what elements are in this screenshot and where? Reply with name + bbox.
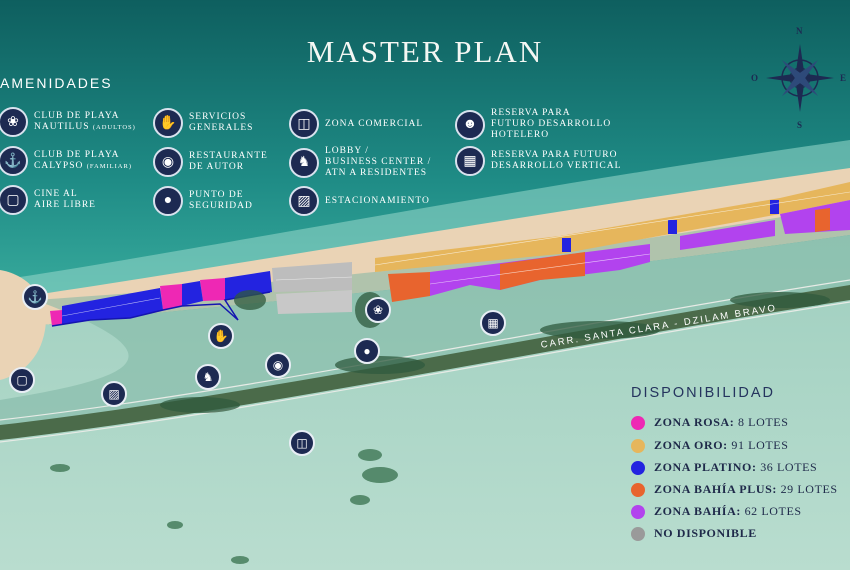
map-pin-building-icon[interactable]: ▦ — [480, 310, 506, 336]
compass-east: E — [840, 73, 847, 83]
legend-no-disponible: NO DISPONIBLE — [631, 526, 757, 541]
guard-icon: ● — [153, 186, 183, 216]
legend-zona-platino: ZONA PLATINO: 36 LOTES — [631, 460, 817, 475]
legend-swatch — [631, 460, 645, 475]
map-pin-reception-icon[interactable]: ♞ — [195, 364, 221, 390]
map-pin-car-icon[interactable]: ▨ — [101, 381, 127, 407]
legend-swatch — [631, 504, 645, 519]
map-pin-cloche-icon[interactable]: ◉ — [265, 352, 291, 378]
legend-swatch — [631, 415, 645, 430]
map-pin-shell-icon[interactable]: ❀ — [365, 297, 391, 323]
building-icon: ▦ — [455, 146, 485, 176]
car-icon: ▨ — [289, 186, 319, 216]
cinema-icon: ▢ — [0, 185, 28, 215]
legend-swatch — [631, 438, 645, 453]
shopping-bag-icon: ◫ — [289, 109, 319, 139]
compass-north: N — [796, 26, 803, 36]
map-pin-anchor-icon[interactable]: ⚓ — [22, 284, 48, 310]
amenities-heading: AMENIDADES — [0, 75, 113, 91]
reception-icon: ♞ — [289, 147, 319, 178]
cloche-icon: ◉ — [153, 147, 183, 177]
hand-service-icon: ✋ — [153, 108, 183, 138]
legend-zona-bahia: ZONA BAHÍA: 62 LOTES — [631, 504, 802, 519]
map-pin-guard-icon[interactable]: ● — [354, 338, 380, 364]
legend-swatch — [631, 482, 645, 497]
amenity-estacionamiento: ▨ ESTACIONAMIENTO — [289, 186, 430, 216]
anchor-icon: ⚓ — [0, 146, 28, 176]
amenity-lobby: ♞ LOBBY /BUSINESS CENTER /ATN A RESIDENT… — [289, 146, 431, 179]
map-pin-service-icon[interactable]: ✋ — [208, 323, 234, 349]
legend-zona-bahia-plus: ZONA BAHÍA PLUS: 29 LOTES — [631, 482, 838, 497]
compass-west: O — [751, 73, 759, 83]
map-pin-cinema-icon[interactable]: ▢ — [9, 367, 35, 393]
legend-swatch — [631, 526, 645, 541]
legend-zona-oro: ZONA ORO: 91 LOTES — [631, 438, 789, 453]
page-title: MASTER PLAN — [306, 34, 544, 69]
compass-south: S — [797, 120, 803, 130]
map-pin-shopping-bag-icon[interactable]: ◫ — [289, 430, 315, 456]
availability-heading: DISPONIBILIDAD — [631, 385, 776, 401]
amenity-zona-comercial: ◫ ZONA COMERCIAL — [289, 109, 423, 139]
bellhop-icon: ☻ — [455, 109, 485, 140]
legend-zona-rosa: ZONA ROSA: 8 LOTES — [631, 415, 788, 430]
shell-icon: ❀ — [0, 107, 28, 137]
